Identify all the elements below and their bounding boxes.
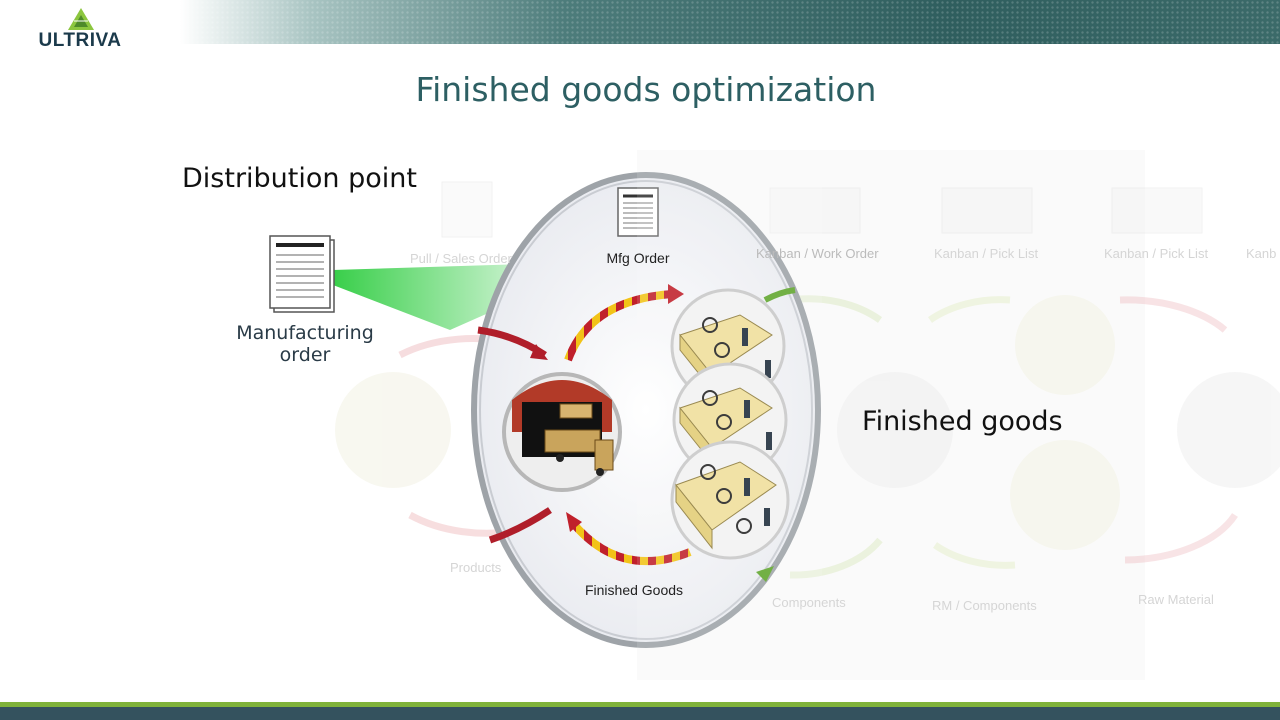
ultriva-logo: ULTRIVA (30, 8, 130, 52)
bg-label-kanban-pick-list-2: Kanban / Pick List (1104, 246, 1209, 261)
bg-label-kanban-work-order: Kanban / Work Order (756, 246, 879, 261)
footer-accent-line (0, 702, 1280, 707)
footer-bar (0, 707, 1280, 720)
outbound-arrow-bottom (488, 507, 552, 544)
truck-dock-icon (502, 372, 622, 492)
mfg-order-doc-icon (617, 187, 659, 237)
logo-text: ULTRIVA (38, 30, 122, 51)
bg-label-raw-material: Raw Material (1138, 592, 1214, 607)
header-band (180, 0, 1280, 44)
green-arrow-top (763, 287, 796, 303)
finished-goods-label: Finished Goods (584, 582, 684, 598)
finished-goods-stack-3 (670, 440, 790, 560)
mfg-order-label: Mfg Order (606, 250, 670, 266)
bg-label-kanban-pick-list-1: Kanban / Pick List (934, 246, 1039, 261)
dashed-arrow-bottom (568, 519, 692, 566)
bg-label-kanban-cut: Kanb (1246, 246, 1277, 261)
logo-triangle-icon (68, 8, 94, 30)
finished-goods-heading: Finished goods (862, 406, 1063, 437)
bg-label-rm-components: RM / Components (932, 598, 1037, 613)
page-title: Finished goods optimization (415, 70, 877, 109)
faded-background-process (335, 181, 1280, 579)
distribution-point-heading: Distribution point (182, 163, 417, 194)
dashed-arrow-top (564, 290, 673, 362)
manufacturing-order-doc-icon (269, 235, 335, 313)
manufacturing-order-label: Manufacturing order (236, 322, 374, 366)
bg-label-products: Products (450, 560, 502, 575)
bg-label-components: Components (772, 595, 846, 610)
bg-label-pull-sales-order: Pull / Sales Order (410, 251, 512, 266)
